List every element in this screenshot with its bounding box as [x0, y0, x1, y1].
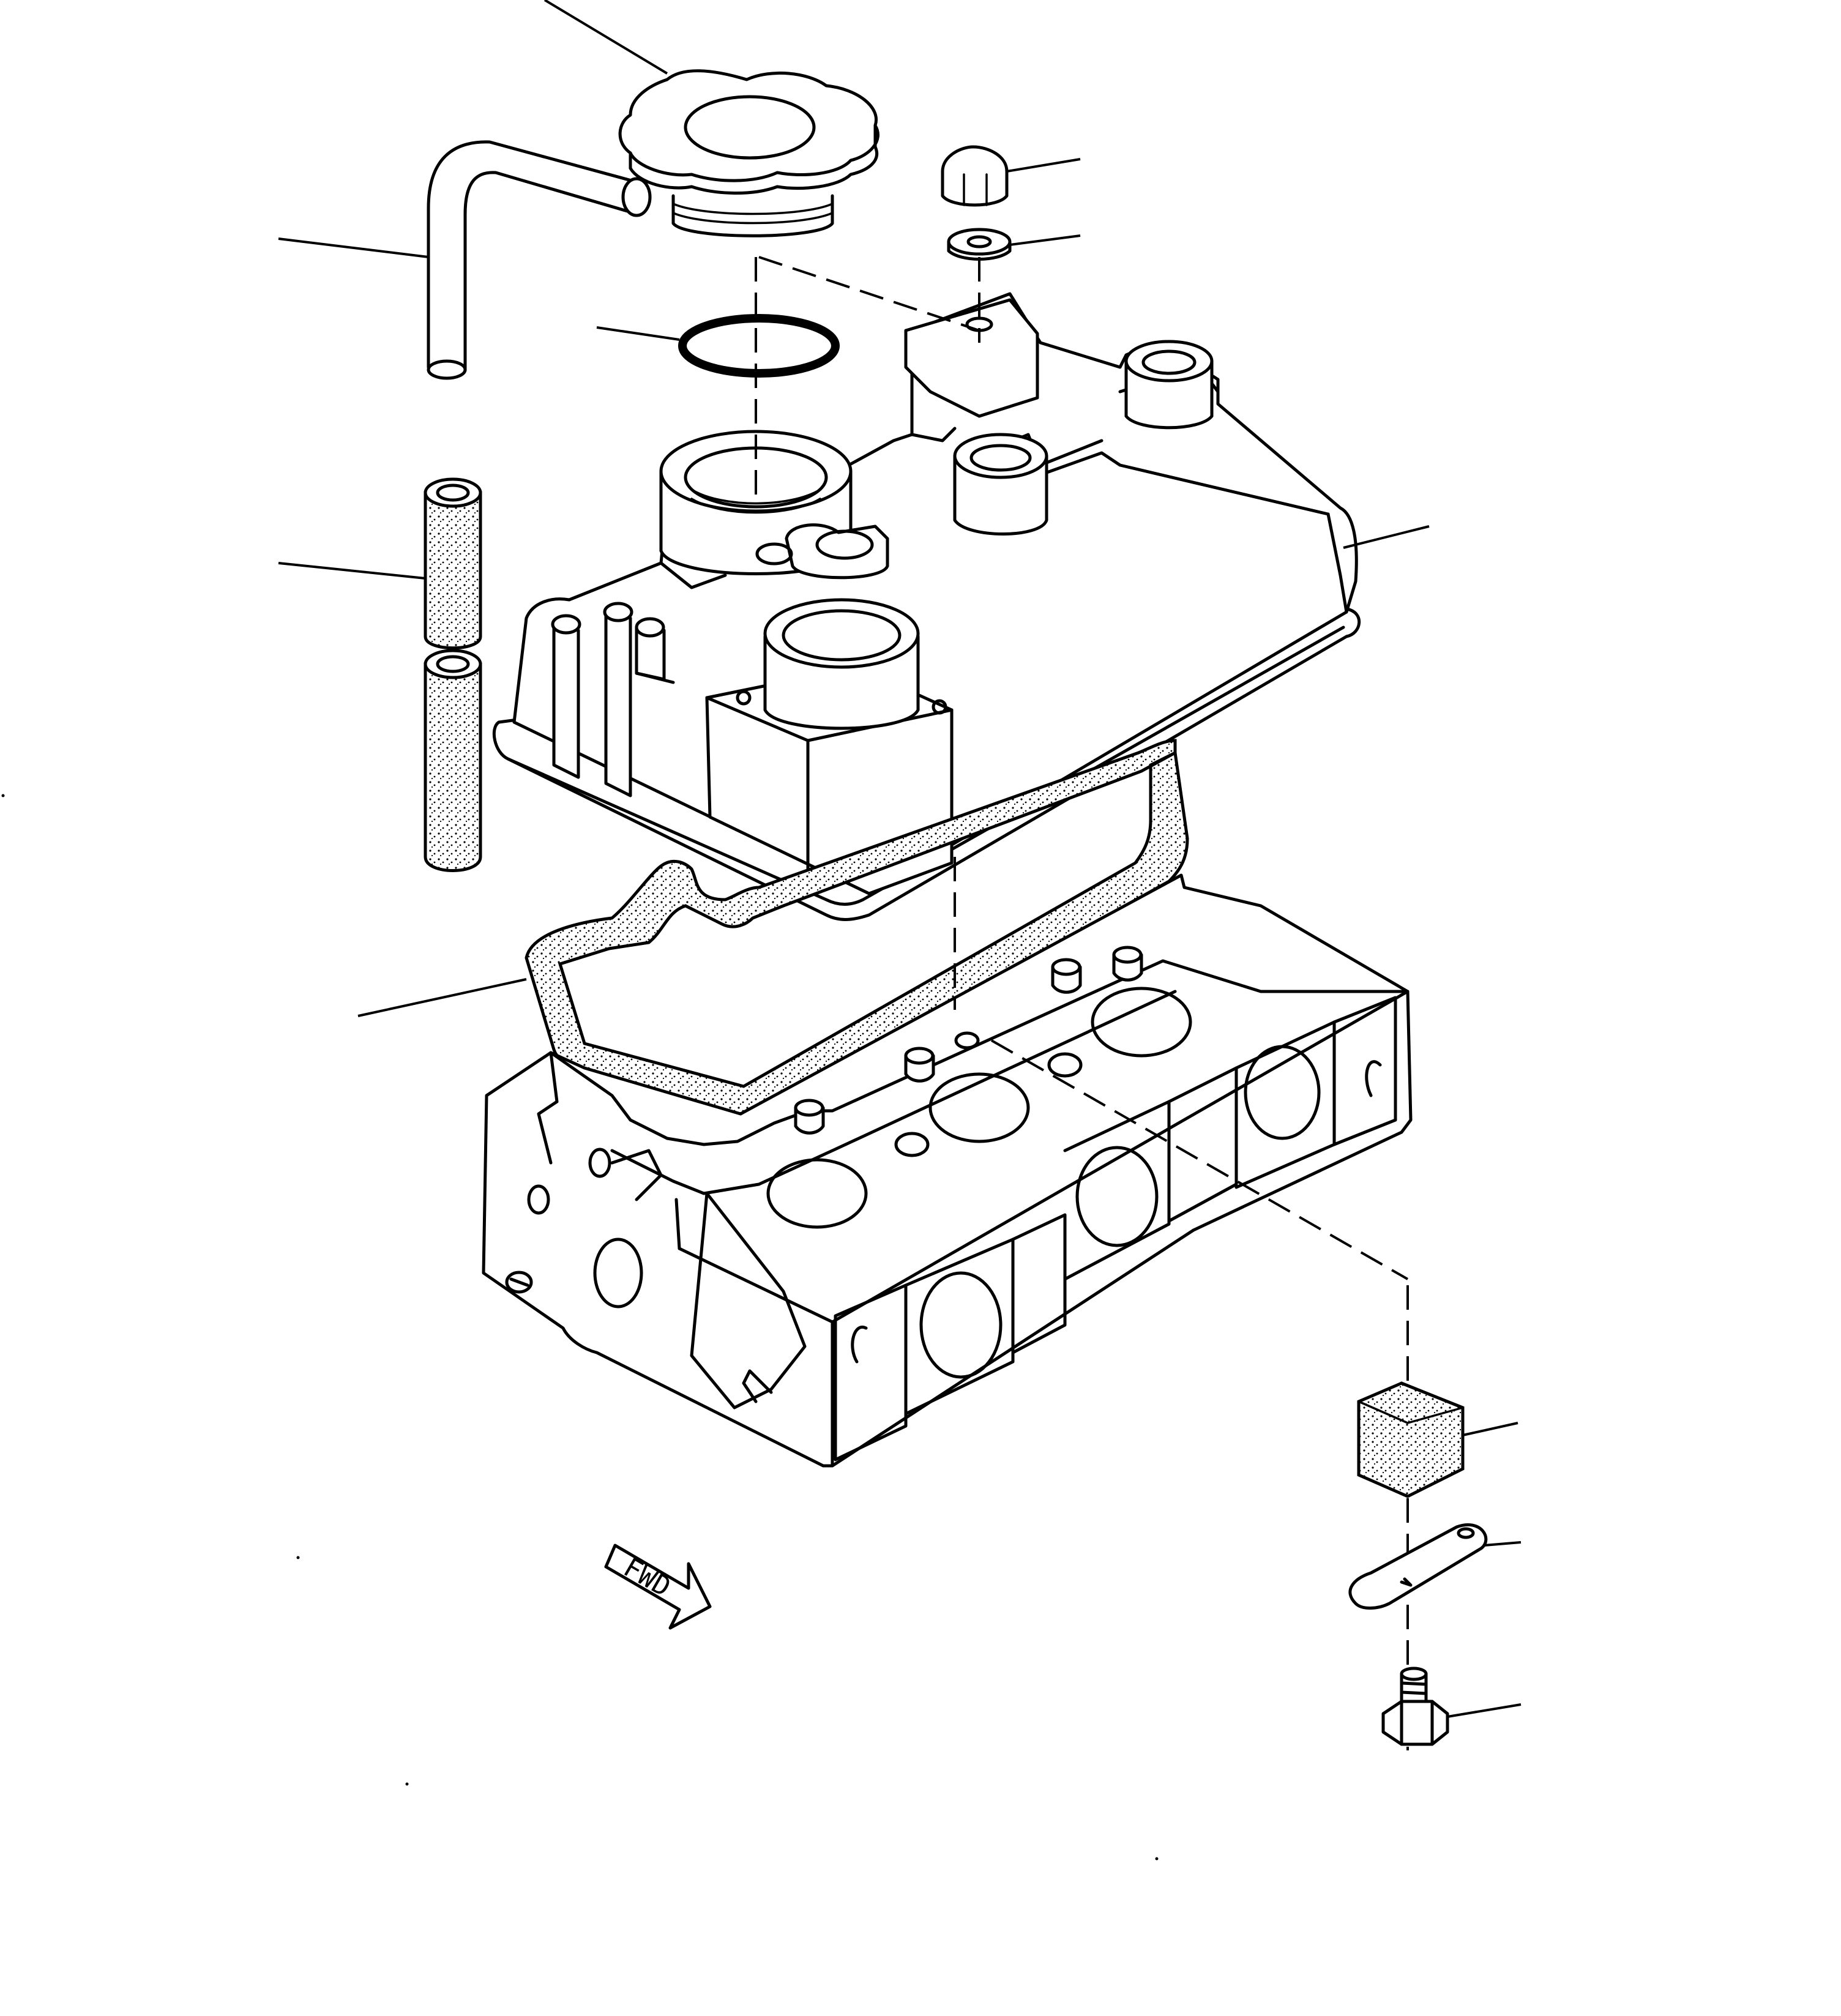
hose-sleeve — [424, 477, 482, 872]
hose-leader-line — [278, 237, 429, 258]
scan-specks — [1, 794, 1159, 1861]
sleeve-leader-line — [278, 562, 426, 580]
cap-leader-line — [543, 0, 668, 75]
filter-element — [1357, 1381, 1465, 1498]
retaining-plate — [1348, 1523, 1488, 1610]
oring-leader-line — [596, 326, 680, 341]
filter-leader-line — [1462, 1422, 1518, 1436]
gasket-leader-line — [357, 978, 527, 1017]
cover-leader-line — [1343, 525, 1430, 549]
washer-leader-line — [1009, 234, 1081, 246]
breather-hose — [427, 140, 652, 380]
forward-arrow-icon: FWD — [604, 1544, 712, 1630]
oil-filler-cap — [618, 69, 879, 237]
rocker-cover — [492, 292, 1361, 921]
cap-nut — [941, 145, 1009, 207]
bolt — [1381, 1667, 1449, 1746]
alignment-lines — [755, 256, 1409, 1750]
rocker-cover-gasket — [525, 739, 1189, 1117]
plate-leader-line — [1484, 1541, 1522, 1547]
cylinder-head — [482, 873, 1413, 1468]
sealing-washer — [947, 228, 1012, 261]
bolt-leader-line — [1447, 1703, 1522, 1718]
o-ring — [678, 314, 840, 378]
nut-leader-line — [1006, 158, 1081, 173]
